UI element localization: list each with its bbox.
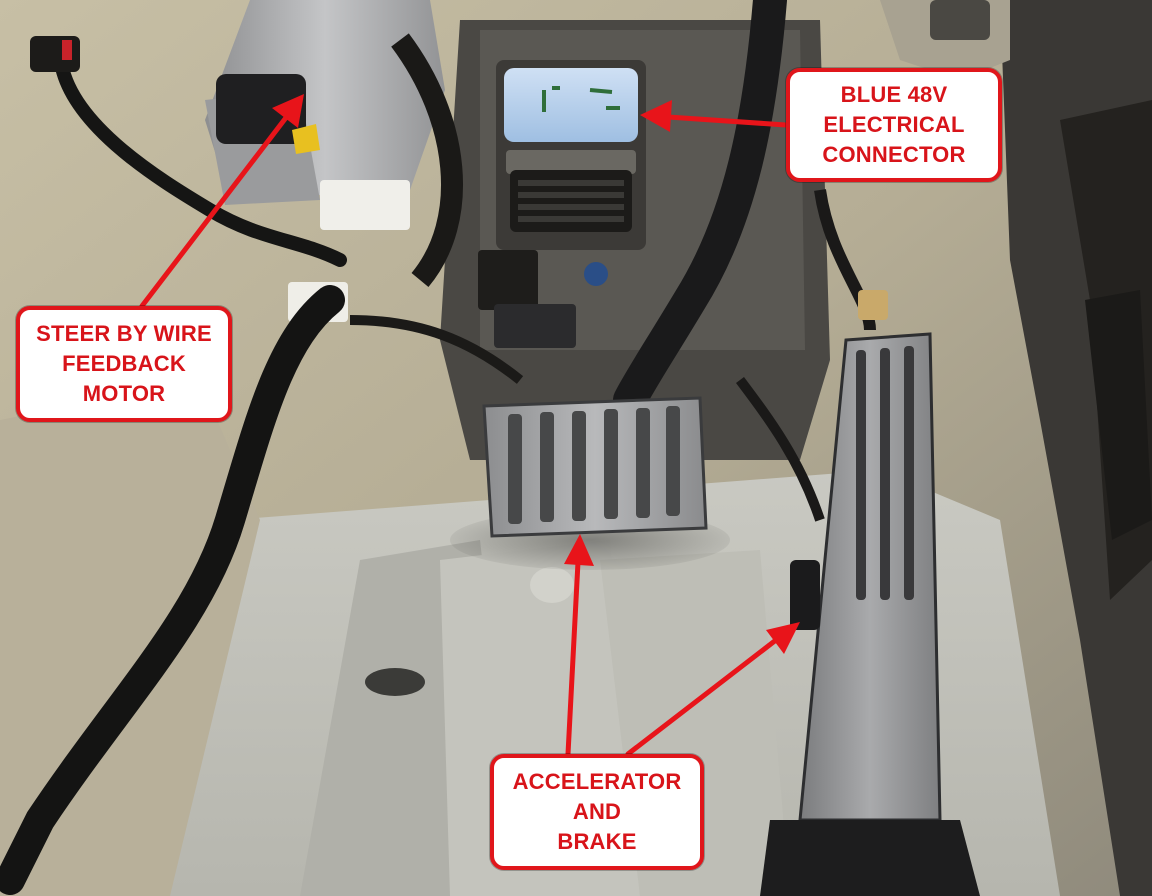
callout-line: ELECTRICAL xyxy=(823,112,965,137)
callout-line: ACCELERATOR xyxy=(512,769,682,794)
callout-line: FEEDBACK xyxy=(62,351,186,376)
callout-line: MOTOR xyxy=(82,381,166,406)
callout-line: BRAKE xyxy=(557,829,637,854)
callout-blue-48v-connector: BLUE 48V ELECTRICAL CONNECTOR xyxy=(786,68,1002,182)
callout-line: CONNECTOR xyxy=(822,142,966,167)
callout-accelerator-and-brake: ACCELERATOR AND BRAKE xyxy=(490,754,704,870)
callout-steer-by-wire-motor: STEER BY WIRE FEEDBACK MOTOR xyxy=(16,306,232,422)
callout-line: AND xyxy=(572,799,622,824)
callout-line: STEER BY WIRE xyxy=(36,321,212,346)
callout-line: BLUE 48V xyxy=(840,82,948,107)
